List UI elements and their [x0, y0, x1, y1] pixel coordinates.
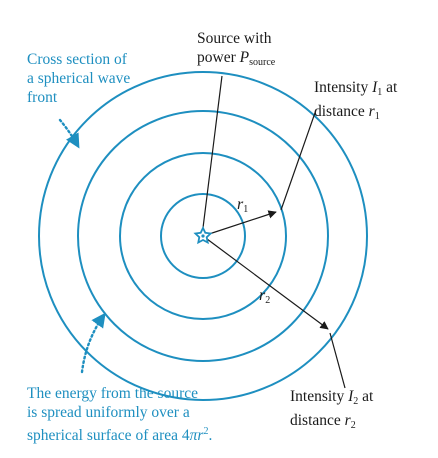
- r1-label: r1: [237, 196, 248, 215]
- intensity1-label-line2: distance r1: [314, 102, 397, 126]
- energy-r-symbol: r: [197, 427, 204, 444]
- energy-exponent: 2: [203, 426, 209, 437]
- wavefront-label-line2: a spherical wave: [27, 70, 131, 87]
- source-star-icon: [193, 225, 213, 245]
- source-label-line1: Source with: [197, 30, 272, 47]
- wavefront-label-line1: Cross section of: [27, 51, 127, 68]
- r1-subscript: 1: [243, 204, 249, 215]
- r2-subscript: 2: [265, 295, 271, 306]
- intensity1-symbol: I: [372, 79, 378, 96]
- intensity1-label-line1: Intensity I1 at: [314, 78, 397, 102]
- energy-label-line3-prefix: spherical surface of area 4: [27, 427, 190, 444]
- radius-r1-line: [202, 210, 277, 237]
- energy-label-suffix: .: [208, 427, 213, 444]
- wavefront-label-line3: front: [27, 89, 58, 106]
- source-label: Source with power Psource: [197, 29, 275, 72]
- intensity1-distance-subscript: 1: [374, 111, 380, 122]
- source-power-symbol: P: [239, 49, 250, 66]
- source-label-prefix: power: [197, 49, 240, 66]
- intensity2-distance-subscript: 2: [350, 420, 356, 431]
- intensity1-suffix: at: [382, 79, 398, 96]
- r1-symbol: r: [237, 196, 244, 213]
- source-pointer-line: [202, 75, 223, 229]
- energy-label: The energy from the source is spread uni…: [27, 384, 212, 445]
- intensity1-pointer-line: [280, 109, 317, 211]
- intensity2-suffix: at: [358, 388, 374, 405]
- energy-label-line2: is spread uniformly over a: [27, 404, 190, 421]
- wavefront-circle-2: [119, 152, 287, 320]
- intensity1-subscript: 1: [377, 87, 383, 98]
- intensity2-label-line2: distance r2: [290, 411, 373, 435]
- intensity2-distance-symbol: r: [344, 412, 351, 429]
- source-power-subscript: source: [249, 57, 276, 68]
- intensity2-label-line1: Intensity I2 at: [290, 387, 373, 411]
- r2-symbol: r: [259, 287, 266, 304]
- energy-label-line3: spherical surface of area 4πr2.: [27, 422, 212, 445]
- wavefront-circles: [38, 71, 368, 401]
- energy-dotted-arrow: [80, 312, 106, 374]
- energy-pi-symbol: π: [189, 427, 198, 444]
- intensity1-distance-symbol: r: [368, 103, 375, 120]
- r2-label: r2: [259, 287, 270, 306]
- wavefront-circle-1: [160, 193, 246, 279]
- intensity2-symbol: I: [348, 388, 354, 405]
- intensity1-distance-prefix: distance: [314, 103, 369, 120]
- radius-r2-line: [202, 235, 329, 330]
- wavefront-circle-4: [38, 71, 368, 401]
- intensity1-prefix: Intensity: [314, 79, 373, 96]
- source-label-line2: power Psource: [197, 48, 275, 72]
- intensity2-subscript: 2: [353, 396, 359, 407]
- wavefront-label: Cross section of a spherical wave front: [27, 50, 130, 107]
- intensity2-distance-prefix: distance: [290, 412, 345, 429]
- intensity2-pointer-line: [329, 332, 346, 389]
- wavefront-circle-3: [77, 110, 329, 362]
- intensity2-prefix: Intensity: [290, 388, 349, 405]
- wavefront-dotted-arrow: [58, 118, 80, 149]
- intensity2-label: Intensity I2 at distance r2: [290, 387, 373, 435]
- energy-label-line1: The energy from the source: [27, 385, 199, 402]
- intensity1-label: Intensity I1 at distance r1: [314, 78, 397, 126]
